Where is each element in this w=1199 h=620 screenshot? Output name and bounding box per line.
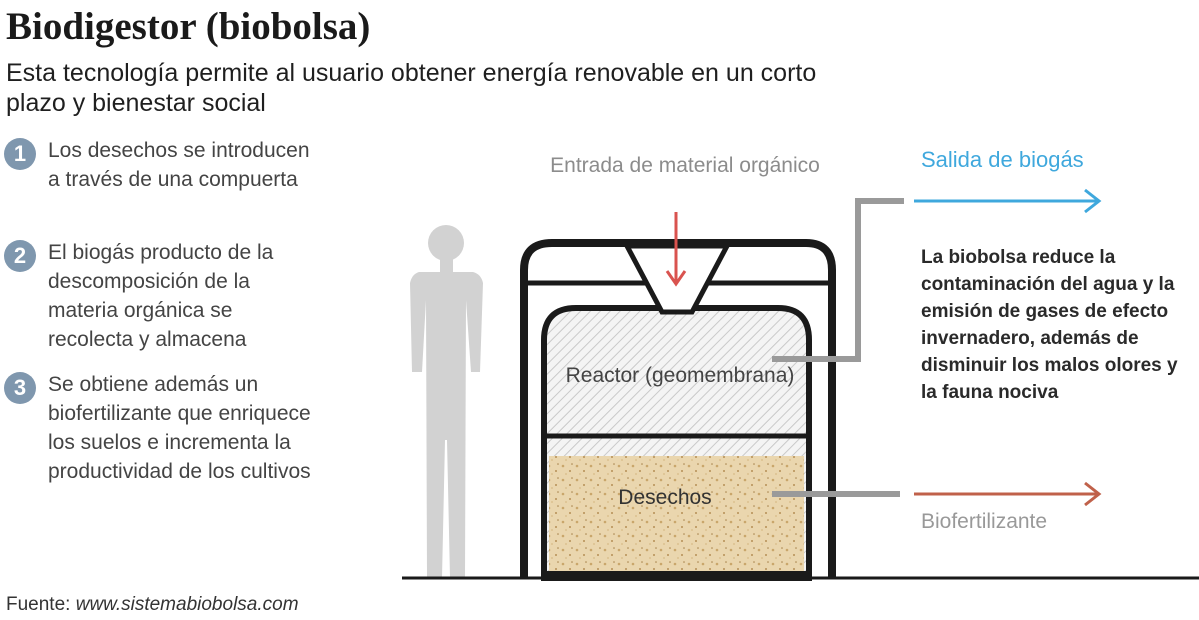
desechos-label: Desechos	[618, 486, 712, 509]
biogas-connector	[772, 198, 904, 362]
arrow-right-icon	[914, 188, 1102, 214]
arrow-down-icon	[665, 212, 687, 287]
page-subtitle: Esta tecnología permite al usuario obten…	[6, 59, 817, 117]
entrada-label: Entrada de material orgánico	[550, 154, 820, 177]
biofertilizante-label: Biofertilizante	[921, 510, 1048, 533]
step-number-badge: 3	[4, 372, 36, 404]
step-text: El biogás producto de la descomposición …	[48, 241, 274, 351]
step-text: Se obtiene además un biofertilizante que…	[48, 373, 311, 483]
source-label: Fuente:	[6, 594, 71, 615]
source-url: www.sistemabiobolsa.com	[75, 594, 299, 615]
waste-fill	[549, 456, 804, 575]
step-number-badge: 1	[4, 138, 36, 170]
salida-biogas-label: Salida de biogás	[921, 147, 1084, 172]
source-credit: Fuente: www.sistemabiobolsa.com	[6, 594, 299, 616]
biobolsa-description: La biobolsa reduce la contaminación del …	[921, 247, 1178, 403]
arrow-right-icon	[914, 481, 1102, 507]
step-number-badge: 2	[4, 240, 36, 272]
step-text: Los desechos se introducen a través de u…	[48, 139, 310, 191]
page-title: Biodigestor (biobolsa)	[6, 5, 371, 48]
reactor-label: Reactor (geomembrana)	[565, 364, 795, 387]
human-silhouette-icon	[410, 225, 483, 578]
outer-frame	[520, 239, 836, 578]
